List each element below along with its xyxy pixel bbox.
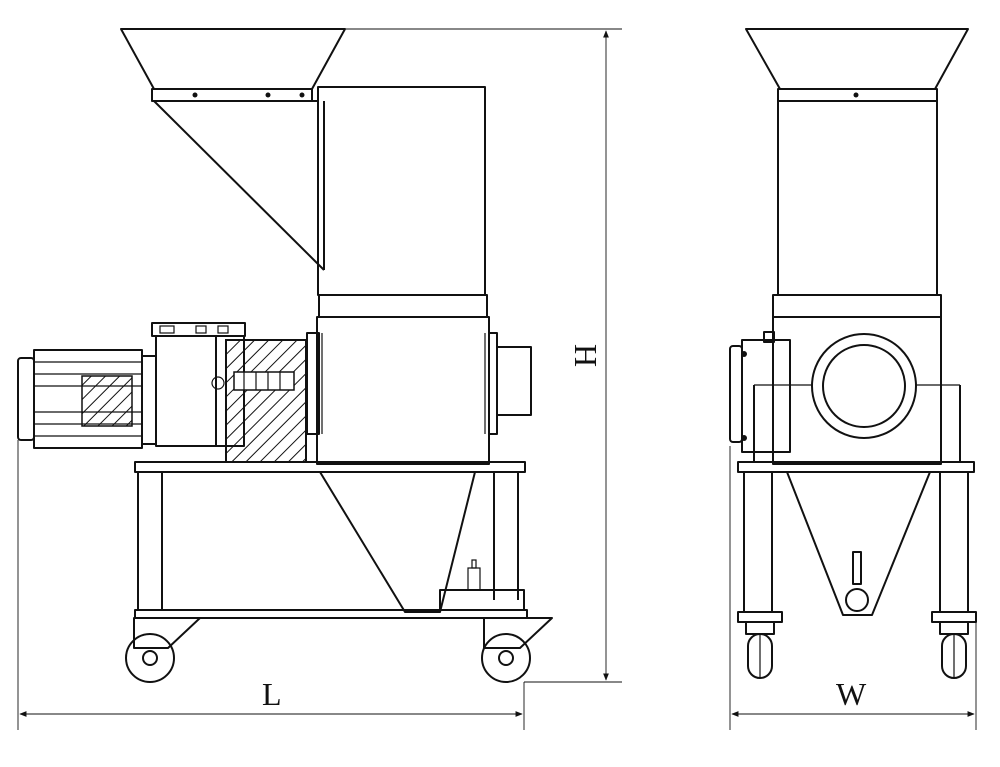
dimension-width: W <box>729 446 977 730</box>
front-caster-right <box>931 611 977 679</box>
dimension-length: L <box>17 440 525 730</box>
side-gearbox <box>151 322 307 463</box>
front-feed-column <box>777 100 938 296</box>
dimension-height: H <box>340 28 622 683</box>
front-cutting-chamber <box>753 294 961 465</box>
front-stand <box>737 461 975 616</box>
side-hopper <box>120 28 346 271</box>
front-caster-left <box>737 611 783 679</box>
side-motor <box>17 349 157 449</box>
dimension-height-label: H <box>568 344 604 367</box>
side-view: L H <box>17 28 622 730</box>
dimension-width-label: W <box>836 676 867 712</box>
front-view: W <box>729 28 977 730</box>
front-gearbox <box>729 331 791 453</box>
side-caster-left <box>125 617 201 683</box>
side-cutting-chamber <box>306 294 532 465</box>
side-caster-right <box>481 617 553 683</box>
dimension-length-label: L <box>262 676 282 712</box>
side-feed-column <box>317 86 486 296</box>
side-stand <box>134 461 528 619</box>
front-hopper <box>745 28 969 102</box>
